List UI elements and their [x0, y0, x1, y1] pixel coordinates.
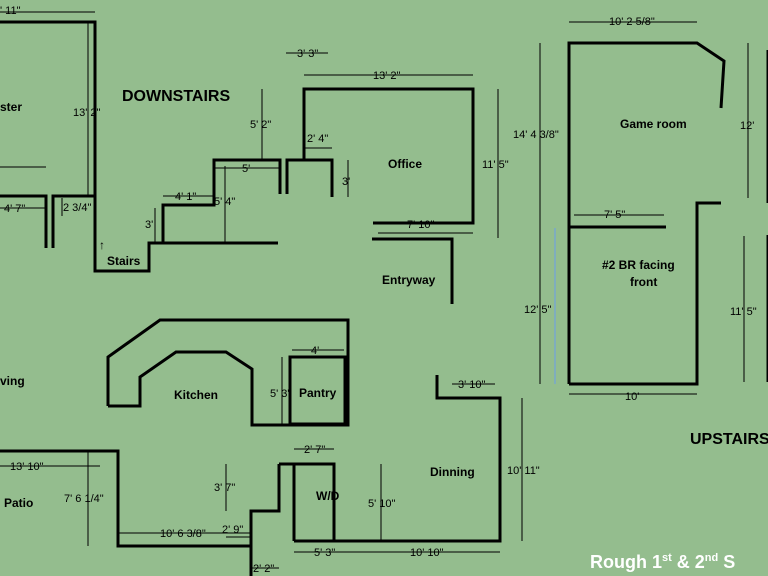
dim-stairs-height: 3' [145, 219, 153, 231]
dim-game-height: 14' 4 3/8" [513, 129, 559, 141]
dim-patio-height: 7' 6 1/4" [64, 493, 104, 505]
room-pantry: Pantry [299, 386, 337, 400]
dim-game-inner-width: 7' 5" [604, 209, 625, 221]
caption-sup2: nd [705, 552, 718, 564]
wall-wd-left [249, 464, 281, 576]
dim-top-left: ' 11" [0, 5, 21, 17]
dim-patio-width: 13' 10" [10, 461, 44, 473]
wall-office-closet [285, 158, 334, 197]
dim-wd-width: 5' 3" [314, 547, 335, 559]
wall-office [302, 87, 475, 225]
wall-entry [372, 237, 454, 304]
wall-game-room [567, 41, 726, 384]
wall-patio [0, 449, 251, 548]
dim-right-upper: 12' [740, 120, 754, 132]
dim-office-wing-width: 3' 3" [297, 48, 318, 60]
caption-sup1: st [662, 552, 672, 564]
dim-master-small-width: 4' 7" [4, 203, 25, 215]
room-wd: W/D [316, 489, 340, 503]
caption-mid: & 2 [672, 552, 705, 572]
dim-right-lower: 11' 5" [730, 306, 757, 318]
wall-master-small [0, 194, 48, 248]
room-office: Office [388, 157, 422, 171]
dim-office-height: 11' 5" [482, 159, 509, 171]
dim-wd-height: 5' 10" [368, 498, 396, 510]
dimension-labels: ' 11" 13' 2" 4' 7" 2 3/4" 4' 1" 3' 5' 4"… [0, 5, 757, 575]
caption-main: Rough 1 [590, 552, 662, 572]
caption: Rough 1st & 2nd S [590, 552, 735, 572]
room-master: ster [0, 100, 22, 114]
wall-bedroom2 [569, 201, 721, 386]
dim-patio-bottom: 10' 6 3/8" [160, 528, 206, 540]
dim-master-small-depth: 2 3/4" [63, 202, 91, 214]
dim-wd-top: 2' 7" [304, 444, 325, 456]
room-bedroom2-line1: #2 BR facing [602, 258, 675, 272]
arrow-up-icon: ↑ [99, 238, 105, 252]
room-dinning: Dinning [430, 465, 475, 479]
wall-dinning [294, 375, 502, 543]
dim-closet-width: 5' [242, 163, 250, 175]
wall-stairs-box [161, 158, 282, 243]
dim-pantry-width: 4' [311, 345, 319, 357]
heading-downstairs: DOWNSTAIRS [122, 88, 230, 105]
dim-stairs-top-width: 4' 1" [175, 191, 196, 203]
wall-kitchen [106, 318, 350, 427]
wall-wd [292, 462, 336, 541]
room-game-room: Game room [620, 117, 687, 131]
room-patio: Patio [4, 496, 33, 510]
dim-game-width: 10' 2 5/8" [609, 16, 655, 28]
dim-closet-depth: 3' [342, 176, 350, 188]
dim-wd-left-width: 2' 9" [222, 524, 243, 536]
caption-tail: S [718, 552, 735, 572]
dimension-lines [0, 11, 749, 569]
dim-dinning-height: 10' 11" [507, 465, 540, 477]
dim-office-width: 13' 2" [373, 70, 401, 82]
wall-stairs [93, 196, 278, 273]
dim-wd-left: 3' 7" [214, 482, 235, 494]
room-living: ving [0, 374, 25, 388]
room-bedroom2-line2: front [630, 275, 657, 289]
walls [0, 20, 768, 576]
dim-entry-width: 3' 10" [458, 379, 486, 391]
dim-pantry-height: 5' 3" [270, 388, 291, 400]
dim-master-height: 13' 2" [73, 107, 101, 119]
heading-upstairs: UPSTAIRS [690, 431, 768, 448]
room-stairs: Stairs [107, 254, 141, 268]
dim-office-wing-height: 5' 2" [250, 119, 271, 131]
dim-office-inner-width: 7' 10" [407, 219, 435, 231]
dim-dinning-width: 10' 10" [410, 547, 444, 559]
dim-wd-bottom-small: 2' 2" [253, 563, 274, 575]
dim-closet-inner: 2' 4" [307, 133, 328, 145]
room-entryway: Entryway [382, 273, 436, 287]
dim-bedroom-height: 12' 5" [524, 304, 552, 316]
dim-bedroom-width: 10' [625, 391, 639, 403]
dim-stairs-right: 5' 4" [214, 196, 235, 208]
room-kitchen: Kitchen [174, 388, 218, 402]
wall-pantry [288, 355, 347, 426]
